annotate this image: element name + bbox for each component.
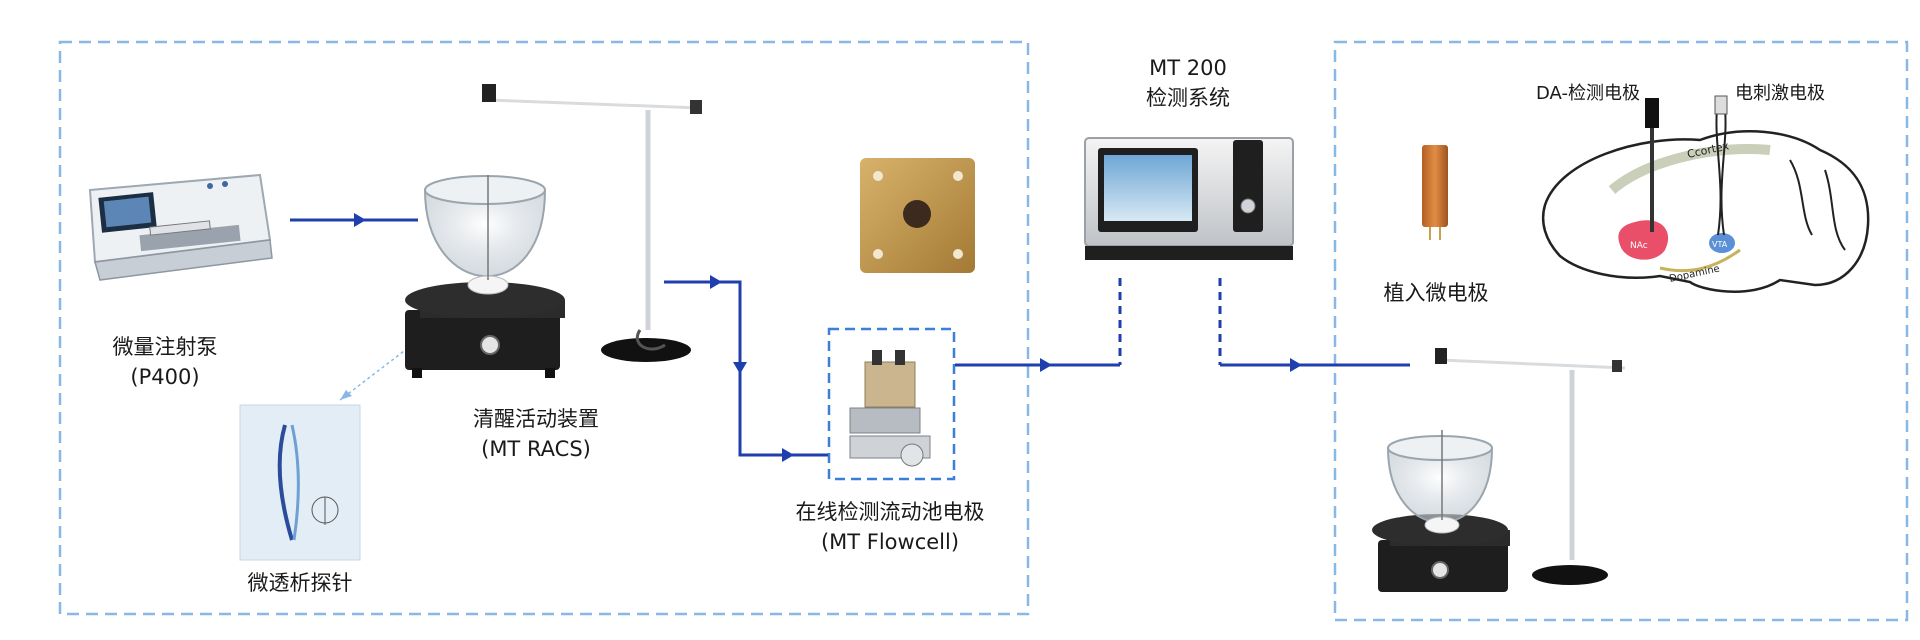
brain-diagram: Ccortex NAc VTA Dopamine <box>1541 95 1870 293</box>
mt200-name: MT 200 <box>1149 56 1227 80</box>
stim-electrode-name: 电刺激电极 <box>1735 83 1825 104</box>
stim-electrode-label: 电刺激电极 <box>1735 82 1825 106</box>
microdialysis-probe-label: 微透析探针 <box>248 568 353 598</box>
racs-model: (MT RACS) <box>481 437 591 461</box>
flowcell-dashed-box <box>827 327 956 481</box>
da-electrode-label: DA-检测电极 <box>1536 82 1640 106</box>
flow-arrows <box>290 213 1410 462</box>
syringe-pump-image <box>88 173 273 281</box>
right-dashed-box <box>1333 40 1909 622</box>
implant-electrode-label: 植入微电极 <box>1384 278 1489 308</box>
implant-electrode-image <box>1422 145 1448 240</box>
flowcell-name: 在线检测流动池电极 <box>795 500 985 524</box>
racs-label: 清醒活动装置 (MT RACS) <box>473 404 599 464</box>
syringe-pump-model: (P400) <box>130 365 200 389</box>
flowcell-device-image <box>849 350 931 467</box>
mt200-label: MT 200 检测系统 <box>1146 53 1230 113</box>
mt200-subtitle: 检测系统 <box>1146 86 1230 110</box>
da-electrode-name: DA-检测电极 <box>1536 83 1640 104</box>
arrow-pump-to-racs-head <box>354 213 366 227</box>
brain-vta-label: VTA <box>1712 240 1728 249</box>
racs-device-image <box>405 84 702 378</box>
brain-nac-label: NAc <box>1630 241 1648 251</box>
mt200-device-image <box>1084 137 1294 260</box>
syringe-pump-name: 微量注射泵 <box>112 335 218 359</box>
flowcell-model: (MT Flowcell) <box>820 530 960 554</box>
microdialysis-probe-name: 微透析探针 <box>247 571 353 595</box>
racs-device-right-image <box>1372 348 1626 592</box>
implant-electrode-name: 植入微电极 <box>1383 281 1489 305</box>
probe-connector <box>339 347 409 401</box>
syringe-pump-label: 微量注射泵 (P400) <box>113 332 218 392</box>
flowcell-gold-image <box>860 158 975 273</box>
racs-name: 清醒活动装置 <box>473 407 599 431</box>
arrow-racs-to-flowcell <box>664 280 828 457</box>
flowcell-label: 在线检测流动池电极 (MT Flowcell) <box>796 497 985 557</box>
left-dashed-box <box>58 40 1030 616</box>
microdialysis-probe-image <box>239 404 361 561</box>
